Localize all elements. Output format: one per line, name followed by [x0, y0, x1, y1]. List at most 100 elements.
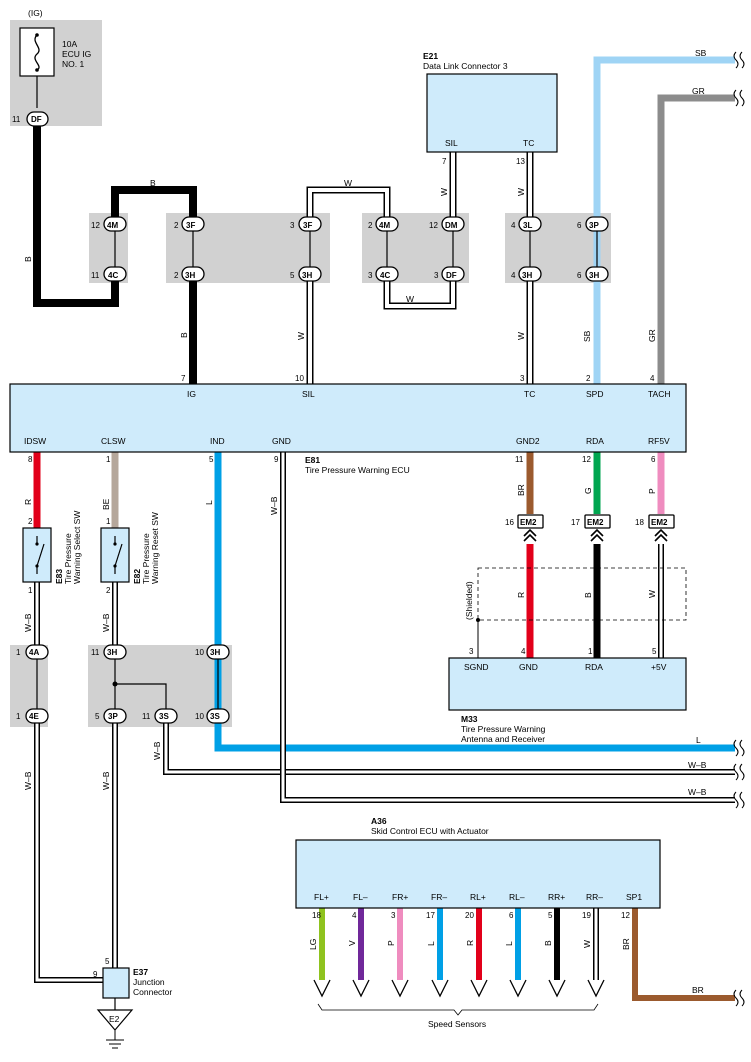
fuse-name-1: ECU IG — [62, 49, 91, 59]
wire-label-w-dlc-tc: W — [516, 188, 526, 196]
svg-text:6: 6 — [577, 221, 582, 230]
svg-text:18: 18 — [635, 518, 644, 527]
svg-text:SP1: SP1 — [626, 892, 642, 902]
svg-text:IG: IG — [187, 389, 196, 399]
svg-text:3P: 3P — [108, 712, 118, 721]
e37-connector — [102, 967, 130, 999]
a36-terminals: FL+ 18 FL– 4 FR+ 3 FR– 17 RL+ 20 RL– 6 R… — [312, 892, 642, 920]
wire-label-w-dlc: W — [439, 188, 449, 196]
svg-text:4M: 4M — [107, 221, 118, 230]
svg-text:10: 10 — [195, 648, 204, 657]
svg-text:3S: 3S — [159, 712, 169, 721]
svg-text:RL+: RL+ — [470, 892, 486, 902]
shield-label: (Shielded) — [464, 581, 474, 620]
svg-text:TC: TC — [524, 389, 535, 399]
svg-text:3H: 3H — [522, 271, 532, 280]
wire-label-gr-top: GR — [692, 86, 705, 96]
svg-text:4: 4 — [352, 911, 357, 920]
svg-text:RDA: RDA — [585, 662, 603, 672]
svg-text:3F: 3F — [186, 221, 195, 230]
svg-text:P: P — [386, 940, 396, 946]
svg-text:3L: 3L — [523, 221, 532, 230]
wire-label-sb-top: SB — [695, 48, 707, 58]
svg-text:3H: 3H — [185, 271, 195, 280]
e37-pin-2: 9 — [93, 970, 98, 979]
svg-text:4: 4 — [511, 221, 516, 230]
svg-text:16: 16 — [505, 518, 514, 527]
e83-name-2: Warning Select SW — [72, 511, 82, 584]
wire-l-ind — [214, 452, 735, 752]
svg-text:6: 6 — [651, 455, 656, 464]
svg-text:SGND: SGND — [464, 662, 489, 672]
e21-term-tc: TC — [523, 138, 534, 148]
e82-switch — [100, 527, 130, 583]
a36-code: A36 — [371, 816, 387, 826]
svg-text:5: 5 — [95, 712, 100, 721]
wire-label-sb: SB — [582, 330, 592, 342]
svg-text:3H: 3H — [589, 271, 599, 280]
e83-pin-bot: 1 — [28, 586, 33, 595]
wire-label-w-bottom: W — [406, 294, 414, 304]
e82-pin-bot: 2 — [106, 586, 111, 595]
junction-top-labels: 12 4M 11 4C 2 3F 2 3H 3 3F 5 3H 2 4M 3 4… — [91, 221, 599, 280]
svg-text:EM2: EM2 — [520, 518, 537, 527]
svg-text:2: 2 — [586, 374, 591, 383]
wire-label-wb-right-1: W–B — [688, 760, 707, 770]
m33-name-1: Tire Pressure Warning — [461, 724, 546, 734]
em2-labels: 16 EM2 17 EM2 18 EM2 — [505, 518, 668, 527]
svg-text:W: W — [582, 940, 592, 948]
wire-label-w-bridge: W — [344, 178, 352, 188]
svg-text:FL+: FL+ — [314, 892, 329, 902]
svg-text:1: 1 — [588, 647, 593, 656]
svg-text:6: 6 — [509, 911, 514, 920]
speed-sensor-brace — [317, 1003, 599, 1016]
svg-text:3: 3 — [520, 374, 525, 383]
svg-text:SIL: SIL — [302, 389, 315, 399]
svg-text:3H: 3H — [107, 648, 117, 657]
svg-text:4: 4 — [650, 374, 655, 383]
fuse-pin-num: 11 — [12, 115, 21, 124]
fuse-supply: (IG) — [28, 8, 43, 18]
svg-text:L: L — [426, 941, 436, 946]
svg-text:4A: 4A — [29, 648, 39, 657]
wire-label-w-sil: W — [296, 332, 306, 340]
svg-text:2: 2 — [174, 221, 179, 230]
em2-chevrons — [523, 528, 668, 542]
svg-text:IND: IND — [210, 436, 225, 446]
svg-text:RL–: RL– — [509, 892, 525, 902]
svg-text:3P: 3P — [589, 221, 599, 230]
svg-text:3H: 3H — [302, 271, 312, 280]
e37-pin-1: 5 — [105, 957, 110, 966]
svg-text:3F: 3F — [303, 221, 312, 230]
ground-symbol — [96, 1009, 134, 1031]
svg-text:5: 5 — [548, 911, 553, 920]
wire-break-marks — [733, 51, 745, 1007]
e37-name-1: Junction — [133, 977, 165, 987]
e81-labels: 7 10 3 2 4 IG SIL TC SPD TACH IDSW CLSW … — [24, 374, 671, 464]
wire-gr — [657, 94, 735, 384]
fuse-pin: DF — [31, 115, 42, 124]
wire-w-bridge-bottom — [385, 278, 455, 308]
wire-label-wb-right-2: W–B — [688, 787, 707, 797]
svg-text:20: 20 — [465, 911, 474, 920]
fuse-element — [34, 34, 40, 71]
wire-label-b-m33: B — [583, 592, 593, 598]
wire-label-b-ig: B — [179, 332, 189, 338]
svg-text:DM: DM — [445, 221, 458, 230]
wire-label-r-m33: R — [516, 592, 526, 598]
wire-label-p-rf5v: P — [647, 488, 657, 494]
svg-text:4C: 4C — [108, 271, 118, 280]
wire-label-wb-gnd: W–B — [269, 496, 279, 515]
svg-text:CLSW: CLSW — [101, 436, 126, 446]
svg-text:B: B — [543, 940, 553, 946]
svg-text:3: 3 — [290, 221, 295, 230]
e37-code: E37 — [133, 967, 148, 977]
svg-text:11: 11 — [91, 271, 100, 280]
svg-text:5: 5 — [290, 271, 295, 280]
svg-text:17: 17 — [571, 518, 580, 527]
svg-text:3H: 3H — [210, 648, 220, 657]
svg-text:2: 2 — [368, 221, 373, 230]
svg-text:EM2: EM2 — [651, 518, 668, 527]
svg-text:10: 10 — [195, 712, 204, 721]
